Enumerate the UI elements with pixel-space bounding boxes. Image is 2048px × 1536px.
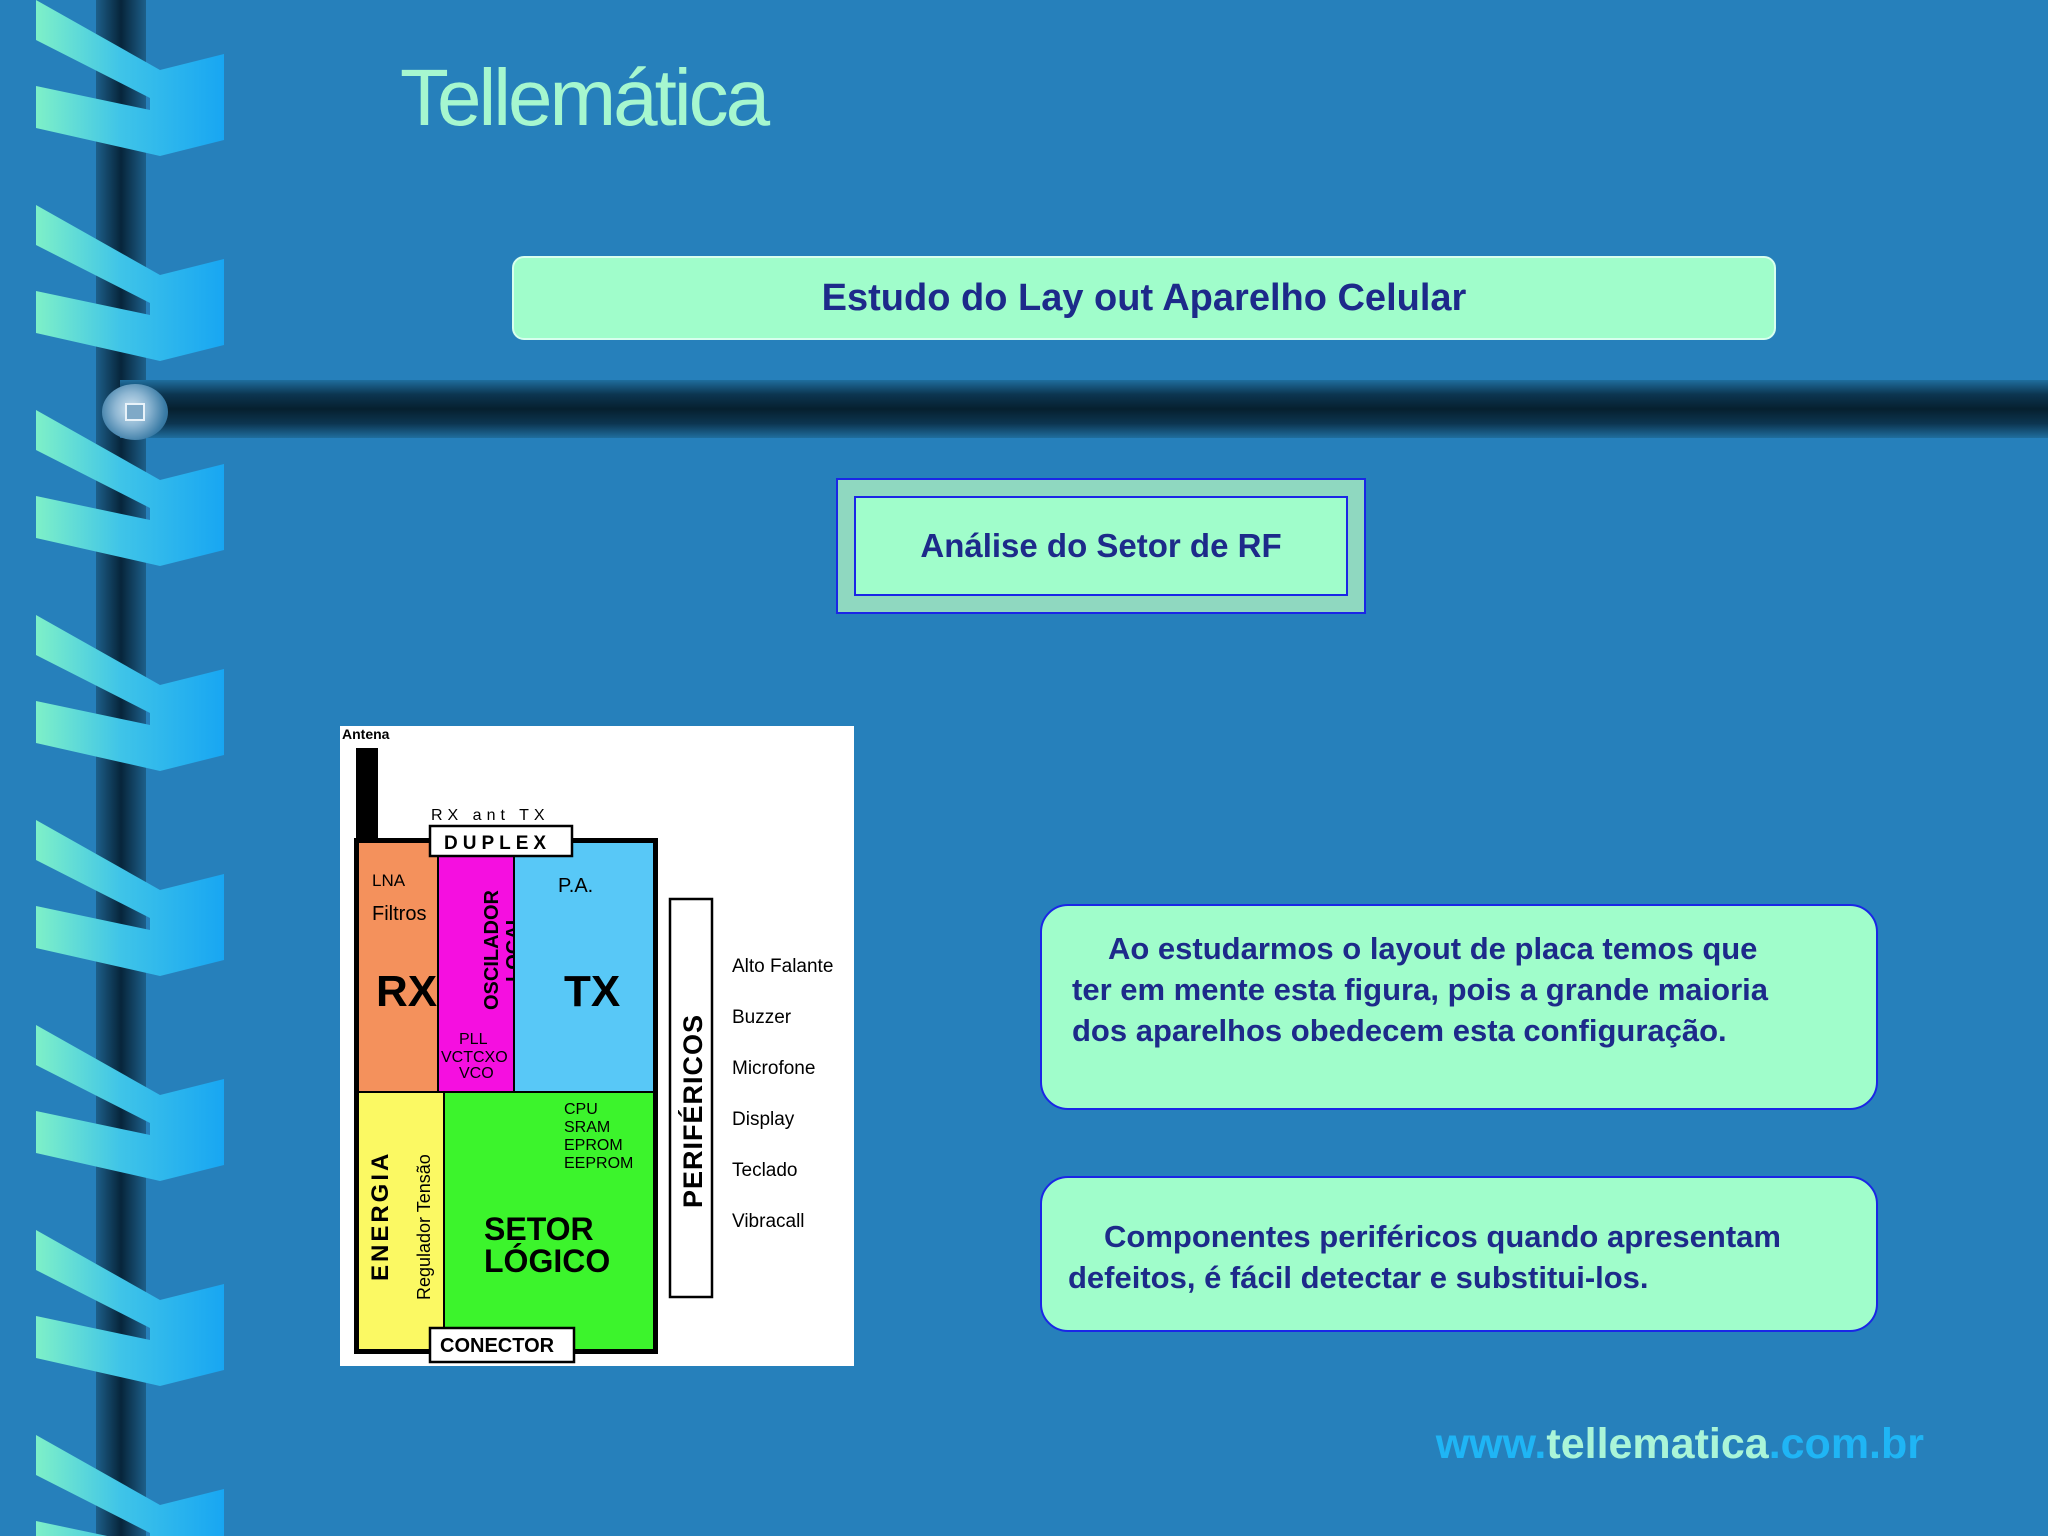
duplex-label: DUPLEX bbox=[444, 833, 551, 854]
info2-line1: Componentes periféricos quando apresenta… bbox=[1104, 1219, 1781, 1254]
url-suffix: .com.br bbox=[1768, 1420, 1924, 1468]
antenna-bar bbox=[356, 748, 378, 840]
eeprom-label: EEPROM bbox=[564, 1155, 633, 1172]
info1-line2: ter em mente esta figura, pois a grande … bbox=[1072, 972, 1769, 1007]
setor-label: SETOR bbox=[484, 1211, 594, 1247]
regulador-label: Regulador Tensão bbox=[414, 1154, 434, 1300]
info1-line1: Ao estudarmos o layout de placa temos qu… bbox=[1108, 931, 1758, 966]
perifericos-label: PERIFÉRICOS bbox=[677, 1014, 708, 1208]
info-box-peripherals: Componentes periféricos quando apresenta… bbox=[1040, 1176, 1878, 1332]
energia-label: ENERGIA bbox=[367, 1151, 394, 1281]
info1-line3: dos aparelhos obedecem esta configuração… bbox=[1072, 1013, 1727, 1048]
peripheral-teclado: Teclado bbox=[732, 1160, 798, 1181]
left-ribbon-decoration bbox=[36, 0, 224, 1536]
footer-website-link[interactable]: www.tellematica.com.br bbox=[1436, 1420, 1924, 1469]
peripheral-buzzer: Buzzer bbox=[732, 1007, 792, 1028]
perifericos-box bbox=[668, 897, 714, 1299]
url-domain: tellematica bbox=[1546, 1420, 1769, 1468]
filtros-label: Filtros bbox=[372, 903, 426, 925]
oscilador-label: OSCILADOR bbox=[481, 889, 503, 1010]
subtitle-banner: Estudo do Lay out Aparelho Celular bbox=[512, 256, 1776, 340]
oscillator-block bbox=[437, 841, 515, 1093]
tx-label: TX bbox=[564, 967, 620, 1016]
peripheral-vibracall: Vibracall bbox=[732, 1211, 805, 1232]
eprom-label: EPROM bbox=[564, 1137, 623, 1154]
cellphone-layout-diagram: Antena RX ant TX LNA Filtros RX OSCILADO… bbox=[340, 726, 854, 1366]
section-label: Análise do Setor de RF bbox=[854, 496, 1348, 596]
pa-label: P.A. bbox=[558, 875, 593, 897]
info2-line2: defeitos, é fácil detectar e substitui-l… bbox=[1068, 1260, 1649, 1295]
horizontal-divider-bar bbox=[120, 380, 2048, 438]
rx-ant-tx-label: RX ant TX bbox=[431, 807, 550, 824]
peripheral-microfone: Microfone bbox=[732, 1058, 815, 1079]
info-box-layout: Ao estudarmos o layout de placa temos qu… bbox=[1040, 904, 1878, 1110]
lna-label: LNA bbox=[372, 871, 406, 890]
sram-label: SRAM bbox=[564, 1119, 610, 1136]
knob-square-icon bbox=[125, 403, 145, 421]
rx-block bbox=[357, 841, 439, 1093]
logico-label: LÓGICO bbox=[484, 1243, 610, 1279]
cpu-label: CPU bbox=[564, 1101, 598, 1118]
antenna-label: Antena bbox=[342, 726, 390, 742]
vco-label: VCO bbox=[459, 1065, 494, 1082]
peripheral-alto-falante: Alto Falante bbox=[732, 956, 833, 977]
conector-box bbox=[428, 1326, 576, 1364]
energia-block bbox=[357, 1091, 445, 1351]
duplex-box bbox=[428, 824, 574, 858]
section-label-box: Análise do Setor de RF bbox=[836, 478, 1366, 614]
pll-label: PLL bbox=[459, 1031, 488, 1048]
rx-label: RX bbox=[376, 967, 437, 1016]
brand-title: Tellemática bbox=[400, 53, 770, 142]
peripheral-display: Display bbox=[732, 1109, 795, 1130]
conector-label: CONECTOR bbox=[440, 1335, 555, 1357]
url-prefix: www. bbox=[1435, 1420, 1547, 1468]
vctcxo-label: VCTCXO bbox=[441, 1049, 508, 1066]
